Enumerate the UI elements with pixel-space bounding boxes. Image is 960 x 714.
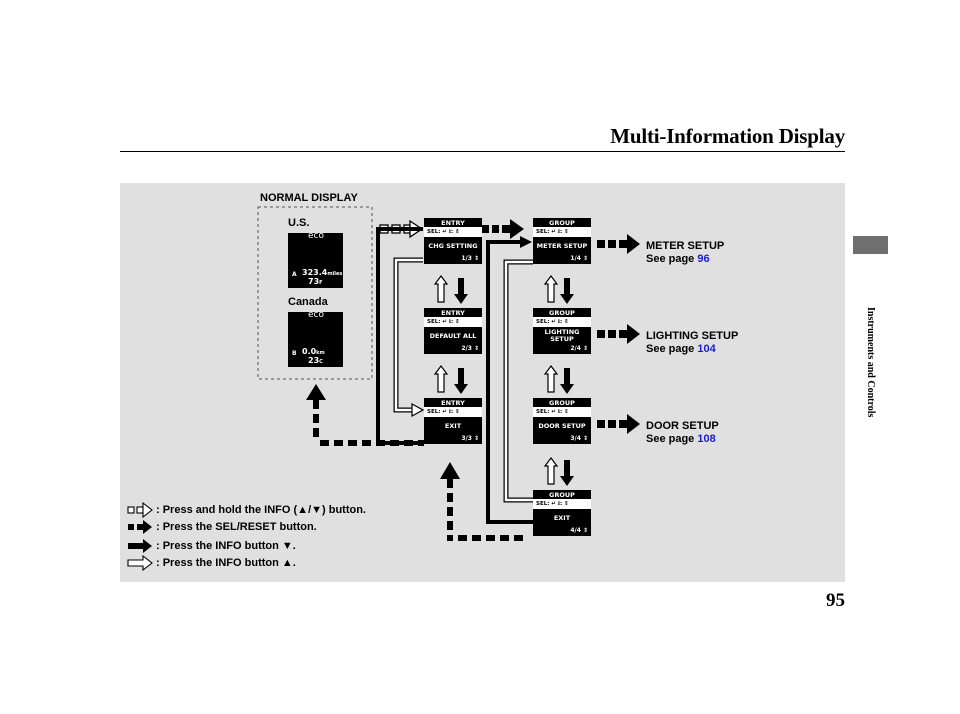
meter-setup-arrow (597, 234, 640, 254)
group-wrap-line (504, 260, 533, 502)
legend-sel-reset: : Press the SEL/RESET button. (156, 521, 317, 533)
legend-icon-hold (127, 501, 153, 519)
us-normal-display: eco A 323.4miles 73F (288, 233, 343, 288)
odometer-readout: 0.0km (302, 347, 325, 356)
lighting-setup-arrow (597, 324, 640, 344)
eco-indicator: eco (308, 233, 324, 241)
page-link: 104 (697, 343, 716, 355)
trip-letter: B (292, 350, 297, 357)
page-link: 108 (697, 433, 716, 445)
trip-letter: A (292, 271, 297, 278)
entry-updown-arrows-1 (433, 275, 468, 304)
page-link: 96 (697, 253, 710, 265)
odometer-readout: 323.4miles (302, 268, 343, 277)
door-setup-label: DOOR SETUP (646, 420, 719, 432)
legend-icon-info-up (127, 554, 153, 572)
lighting-setup-label: LIGHTING SETUP (646, 330, 739, 342)
entry-screen-exit: ENTRY SEL: ↵ ℹ: ⇕ EXIT 3/3 ⇕ (424, 398, 482, 444)
legend-icon-info-down (128, 539, 152, 553)
section-tab-marker (853, 236, 888, 254)
canada-label: Canada (288, 296, 328, 308)
temperature-readout: 23C (308, 356, 323, 365)
entry-screen-default-all: ENTRY SEL: ↵ ℹ: ⇕ DEFAULT ALL 2/3 ⇕ (424, 308, 482, 354)
entry-loop-line (376, 227, 423, 445)
title-divider (120, 151, 845, 152)
door-setup-arrow (597, 414, 640, 434)
group-screen-lighting-setup: GROUP SEL: ↵ ℹ: ⇕ LIGHTING SETUP 2/4 ⇕ (533, 308, 591, 354)
legend-hold-info: : Press and hold the INFO (▲/▼) button. (156, 504, 366, 516)
eco-indicator: eco (308, 312, 324, 320)
entry-screen-chg-setting: ENTRY SEL: ↵ ℹ: ⇕ CHG SETTING 1/3 ⇕ (424, 218, 482, 264)
legend-info-down: : Press the INFO button ▼. (156, 540, 296, 552)
canada-normal-display: eco B 0.0km 23C (288, 312, 343, 367)
group-updown-arrows-1 (543, 275, 574, 304)
group-updown-arrows-2 (543, 365, 574, 394)
diagram-panel (120, 183, 845, 582)
legend-icon-sel (128, 520, 152, 534)
legend-info-up: : Press the INFO button ▲. (156, 557, 296, 569)
entry-to-group-arrow (482, 219, 524, 239)
group-screen-exit: GROUP SEL: ↵ ℹ: ⇕ EXIT 4/4 ⇕ (533, 490, 591, 536)
temperature-readout: 73F (308, 277, 323, 286)
entry-updown-arrows-2 (433, 365, 468, 394)
group-screen-door-setup: GROUP SEL: ↵ ℹ: ⇕ DOOR SETUP 3/4 ⇕ (533, 398, 591, 444)
lighting-setup-page-ref[interactable]: See page 104 (646, 343, 716, 355)
us-label: U.S. (288, 217, 310, 229)
meter-setup-page-ref[interactable]: See page 96 (646, 253, 710, 265)
meter-setup-label: METER SETUP (646, 240, 725, 252)
group-updown-arrows-3 (543, 457, 574, 486)
normal-display-frame (257, 206, 373, 380)
exit-to-normal-dashed (306, 384, 424, 446)
group-screen-meter-setup: GROUP SEL: ↵ ℹ: ⇕ METER SETUP 1/4 ⇕ (533, 218, 591, 264)
page-title: Multi-Information Display (610, 124, 845, 148)
group-exit-to-entry-dashed (440, 462, 523, 541)
entry-wrap-line (394, 258, 423, 412)
group-exit-line (486, 240, 533, 524)
door-setup-page-ref[interactable]: See page 108 (646, 433, 716, 445)
normal-display-label: NORMAL DISPLAY (260, 192, 358, 204)
page-number: 95 (826, 590, 845, 611)
